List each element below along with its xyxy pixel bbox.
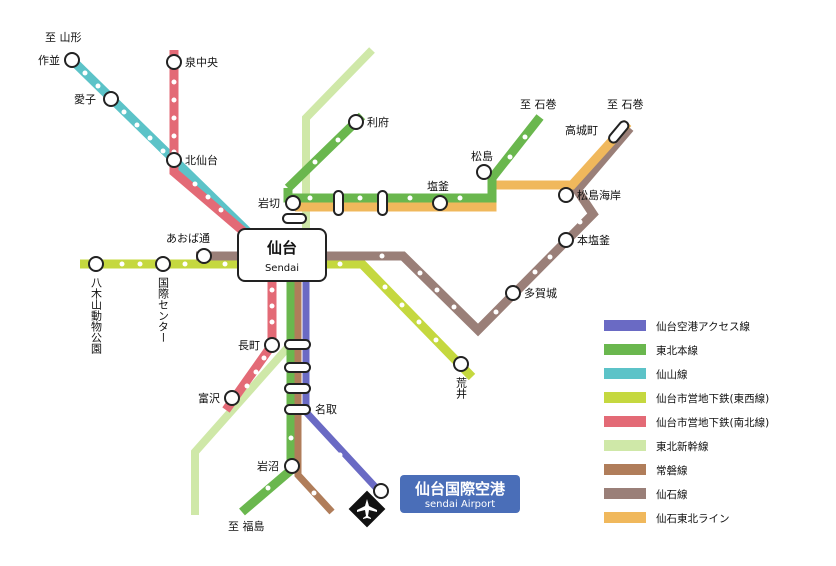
label-takagimachi: 高城町 — [565, 123, 598, 137]
legend-label: 仙石東北ライン — [656, 512, 730, 525]
station-ayashi[interactable] — [103, 91, 119, 107]
direction-yamagata: 至 山形 — [45, 31, 82, 44]
station-iwanuma[interactable] — [284, 458, 300, 474]
legend-label: 仙山線 — [656, 368, 688, 381]
line-senzan — [68, 56, 252, 236]
legend-label: 仙石線 — [656, 488, 688, 501]
label-iwakiri: 岩切 — [258, 196, 280, 210]
airport-name-en: sendai Airport — [425, 499, 495, 510]
label-arai: 荒井 — [455, 377, 468, 400]
station-arai[interactable] — [453, 356, 469, 372]
direction-fukushima: 至 福島 — [228, 519, 265, 533]
label-matsushima: 松島 — [471, 149, 493, 163]
legend-label: 東北本線 — [656, 344, 698, 357]
airplane-icon — [348, 490, 386, 528]
label-rifu: 利府 — [367, 115, 389, 129]
station-sakunami[interactable] — [64, 52, 80, 68]
station-yagiyama[interactable] — [88, 256, 104, 272]
label-iwanuma: 岩沼 — [257, 459, 279, 473]
label-matsushima-kaigan: 松島海岸 — [577, 188, 621, 202]
label-hon-shiogama: 本塩釜 — [577, 233, 610, 247]
line-tohoku-shinkansen — [191, 47, 375, 515]
station-shiogama[interactable] — [432, 195, 448, 211]
label-yagiyama: 八木山動物公園 — [90, 277, 103, 355]
label-tomizawa: 富沢 — [198, 391, 220, 405]
station-aoba-dori[interactable] — [196, 248, 212, 264]
legend-swatch — [604, 440, 646, 451]
station-izumi-chuo[interactable] — [166, 54, 182, 70]
label-tagajo: 多賀城 — [524, 286, 557, 300]
direction-ishinomaki-senseki: 至 石巻 — [607, 98, 644, 111]
label-kita-sendai: 北仙台 — [185, 153, 218, 167]
legend-swatch — [604, 488, 646, 499]
station-nagamachi[interactable] — [264, 337, 280, 353]
hub-name-en: Sendai — [265, 263, 299, 274]
legend-swatch — [604, 368, 646, 379]
station-rifu[interactable] — [348, 114, 364, 130]
station-tagajo[interactable] — [505, 285, 521, 301]
station-kokusai-center[interactable] — [155, 256, 171, 272]
station-sendai-airport[interactable] — [373, 483, 389, 499]
legend-label: 仙台市営地下鉄(南北線) — [656, 416, 769, 429]
legend-label: 仙台市営地下鉄(東西線) — [656, 392, 769, 405]
hub-name-jp: 仙台 — [267, 239, 297, 257]
label-nagamachi: 長町 — [238, 339, 260, 352]
station-tomizawa[interactable] — [224, 390, 240, 406]
label-ayashi: 愛子 — [74, 93, 96, 106]
label-sakunami: 作並 — [38, 53, 60, 67]
label-natori: 名取 — [315, 402, 337, 416]
station-iwakiri[interactable] — [285, 195, 301, 211]
station-matsushima[interactable] — [476, 164, 492, 180]
legend-label: 仙台空港アクセス線 — [656, 320, 750, 333]
sendai-hub-station[interactable]: 仙台 Sendai — [237, 228, 327, 282]
label-shiogama: 塩釜 — [427, 179, 449, 193]
line-airport-access — [302, 280, 383, 495]
airport-label-box[interactable]: 仙台国際空港 sendai Airport — [400, 475, 520, 513]
label-izumi-chuo: 泉中央 — [185, 55, 218, 69]
legend-swatch — [604, 344, 646, 355]
label-kokusai-center: 国際センター — [157, 277, 170, 343]
legend-swatch — [604, 416, 646, 427]
station-hon-shiogama[interactable] — [558, 232, 574, 248]
legend-swatch — [604, 512, 646, 523]
legend-swatch — [604, 464, 646, 475]
legend-swatch — [604, 392, 646, 403]
legend-label: 常磐線 — [656, 464, 688, 477]
direction-ishinomaki-tohoku: 至 石巻 — [520, 98, 557, 111]
airport-name-jp: 仙台国際空港 — [415, 480, 506, 498]
station-kita-sendai[interactable] — [166, 152, 182, 168]
transfer-markers — [282, 120, 630, 415]
line-dots — [82, 70, 583, 496]
legend-swatch — [604, 320, 646, 331]
label-aoba-dori: あおば通 — [166, 232, 210, 245]
legend-label: 東北新幹線 — [656, 440, 709, 453]
station-matsushima-kaigan[interactable] — [558, 187, 574, 203]
